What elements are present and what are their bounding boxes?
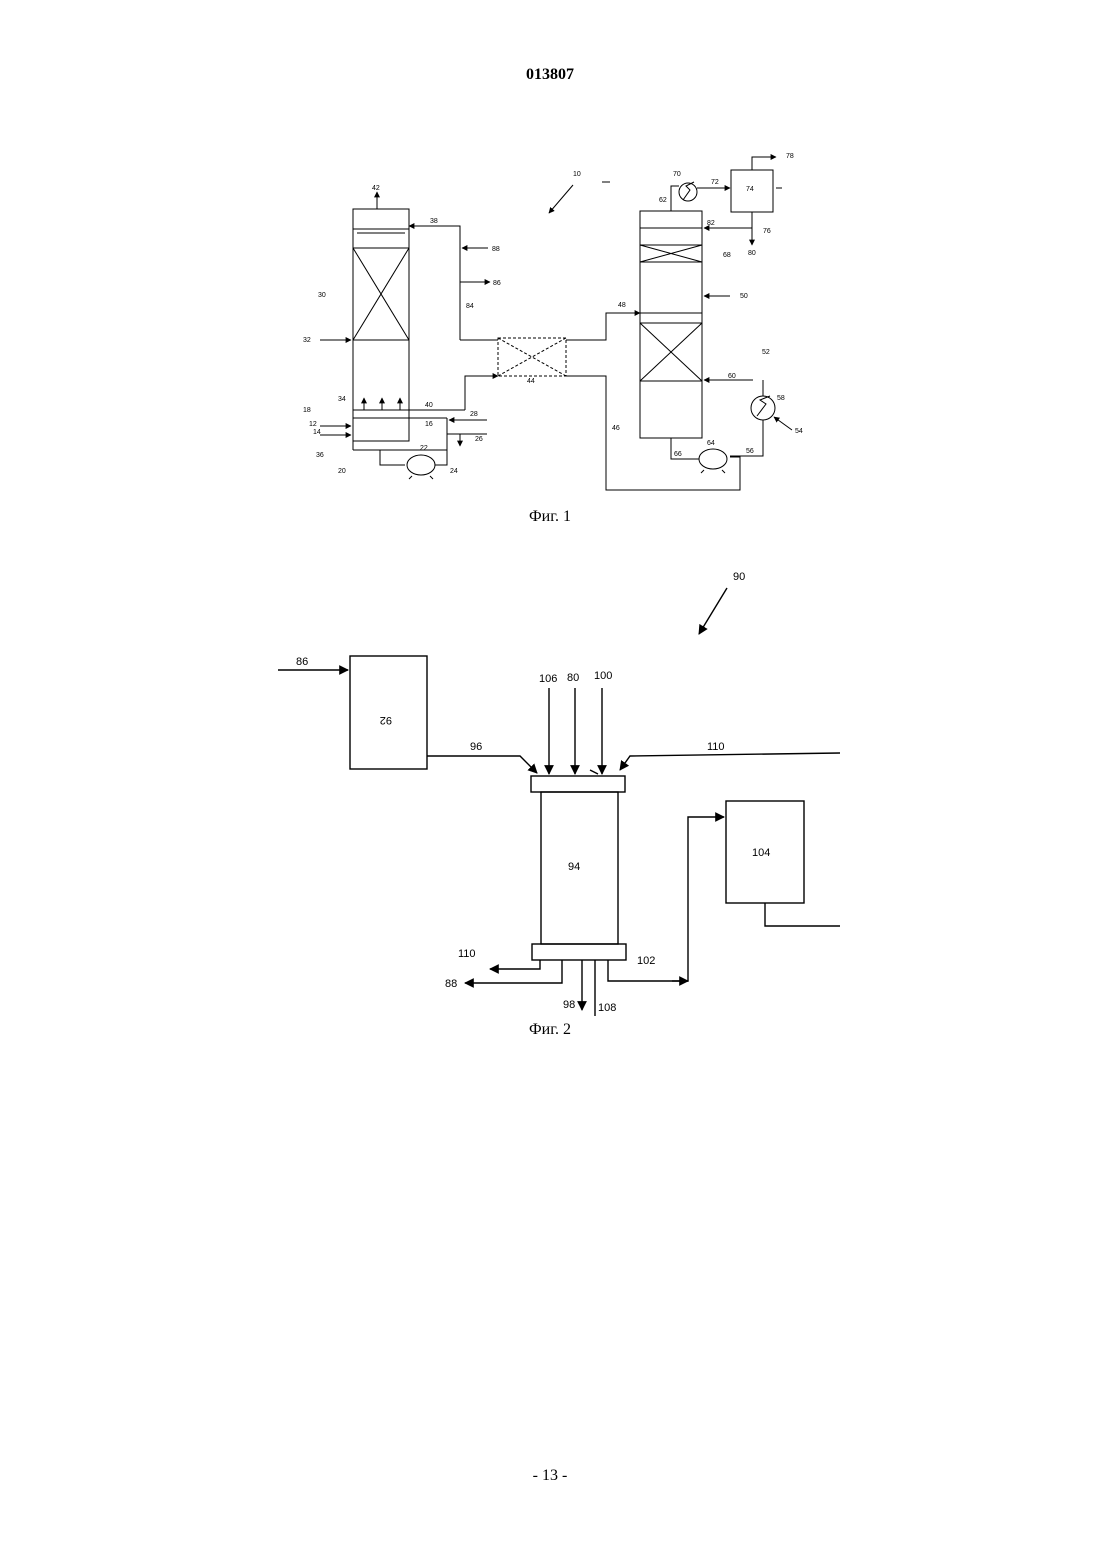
label: 88 [445, 978, 457, 990]
label: 42 [372, 185, 380, 192]
label: 60 [728, 373, 736, 380]
label: 20 [338, 468, 346, 475]
figure-1-caption: Фиг. 1 [0, 508, 1100, 526]
label: 94 [568, 861, 580, 873]
label: 84 [466, 303, 474, 310]
label: 48 [618, 302, 626, 309]
label: 50 [740, 293, 748, 300]
label: 10 [573, 171, 581, 178]
figure-2-diagram [278, 588, 840, 1016]
label: 78 [786, 153, 794, 160]
label: 104 [752, 847, 770, 859]
label: 16 [425, 421, 433, 428]
label: 74 [746, 186, 754, 193]
label: 18 [303, 407, 311, 414]
label: 26 [475, 436, 483, 443]
label: 90 [733, 571, 745, 583]
label: 86 [493, 280, 501, 287]
label: 110 [707, 741, 725, 753]
label: 110 [458, 948, 476, 960]
label: 68 [723, 252, 731, 259]
label: 66 [674, 451, 682, 458]
absorber-column [353, 209, 447, 450]
label: 40 [425, 402, 433, 409]
label: 22 [420, 445, 428, 452]
label: 82 [707, 220, 715, 227]
label: 64 [707, 440, 715, 447]
label: 12 [309, 421, 317, 428]
label: 88 [492, 246, 500, 253]
label: 36 [316, 452, 324, 459]
label: 44 [527, 378, 535, 385]
figure-1-labels: 10 42 38 88 86 84 30 32 34 18 12 14 36 2… [303, 153, 803, 475]
label: 80 [748, 250, 756, 257]
label: 58 [777, 395, 785, 402]
label: 52 [762, 349, 770, 356]
label: 28 [470, 411, 478, 418]
label: 96 [470, 741, 482, 753]
label: 102 [637, 955, 655, 967]
label: 76 [763, 228, 771, 235]
label: 38 [430, 218, 438, 225]
heat-exchanger-44 [498, 338, 566, 376]
label: 108 [598, 1002, 616, 1014]
page-number: - 13 - [0, 1467, 1100, 1485]
label: 56 [746, 448, 754, 455]
label: 24 [450, 468, 458, 475]
label: 14 [313, 429, 321, 436]
label: 86 [296, 656, 308, 668]
label: 54 [795, 428, 803, 435]
label: 30 [318, 292, 326, 299]
regenerator-column [640, 211, 702, 438]
label: 98 [563, 999, 575, 1011]
label: 46 [612, 425, 620, 432]
label: 80 [567, 672, 579, 684]
unit-92 [350, 656, 427, 769]
figure-2-caption: Фиг. 2 [0, 1021, 1100, 1039]
label: 92 [380, 714, 392, 726]
label: 34 [338, 396, 346, 403]
label: 70 [673, 171, 681, 178]
label: 106 [539, 673, 557, 685]
label: 62 [659, 197, 667, 204]
label: 32 [303, 337, 311, 344]
label: 100 [594, 670, 612, 682]
label: 72 [711, 179, 719, 186]
